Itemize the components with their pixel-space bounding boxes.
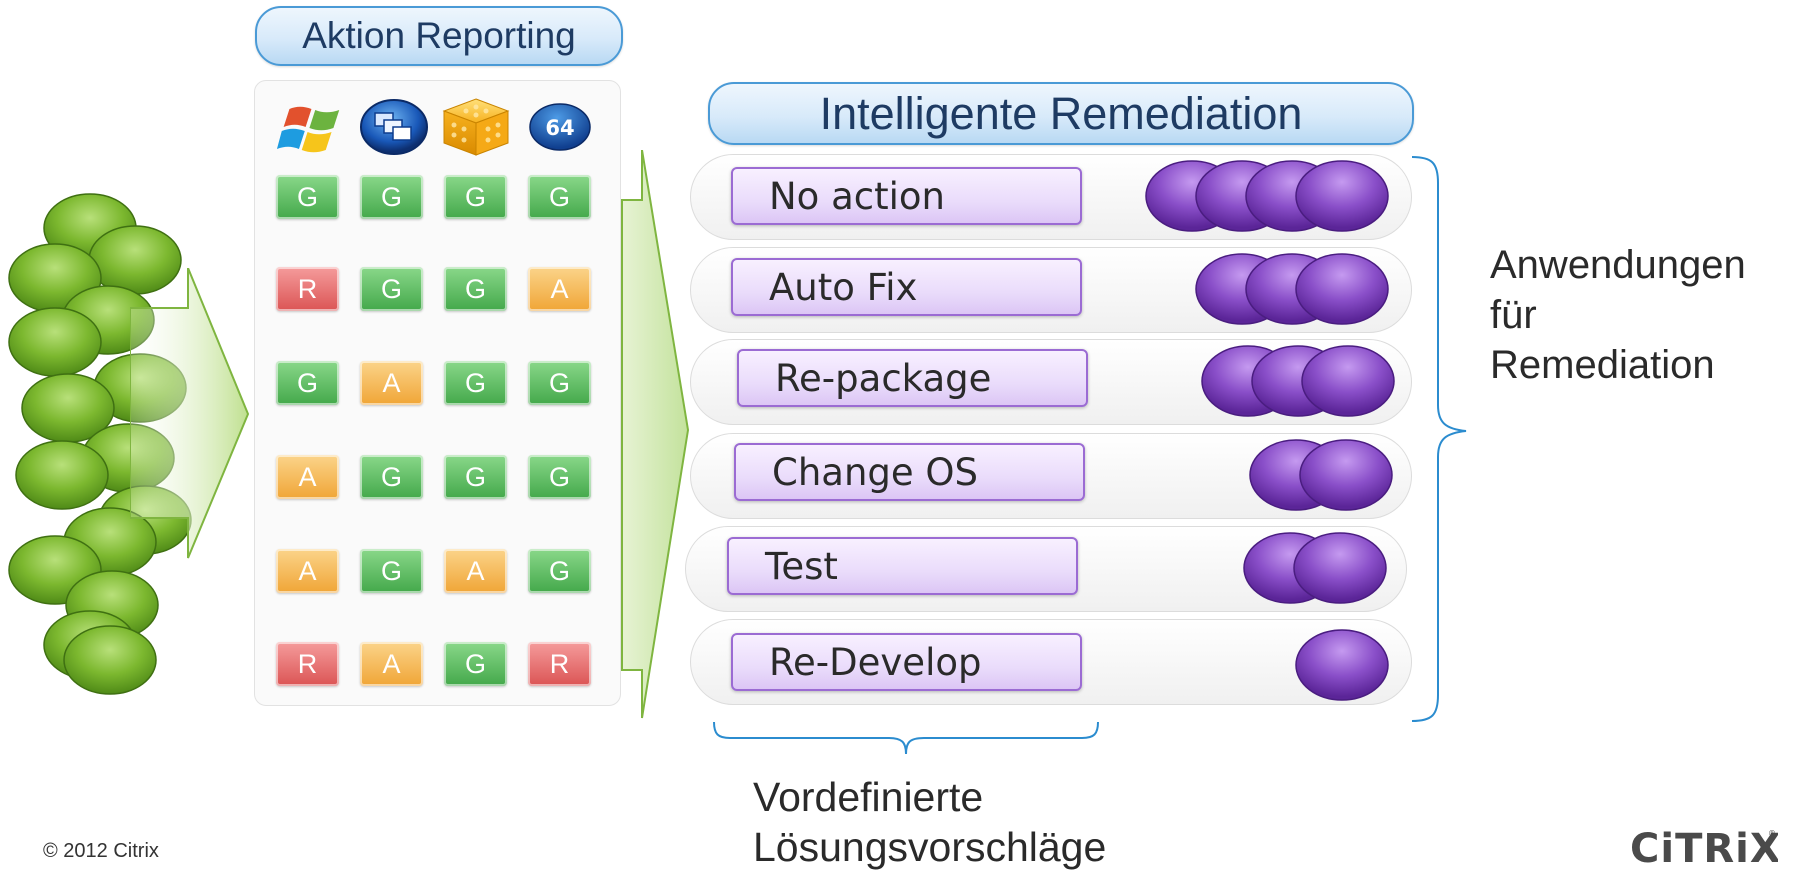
status-cell: G xyxy=(444,267,507,311)
applications-for-remediation-label: Anwendungen für Remediation xyxy=(1490,240,1800,390)
bottom-label-line-2: Lösungsvorschläge xyxy=(753,824,1107,870)
status-cell: G xyxy=(360,455,423,499)
status-cell: A xyxy=(276,549,339,593)
virtualization-cube-icon xyxy=(440,97,512,157)
status-cell: G xyxy=(444,175,507,219)
action-re-develop: Re-Develop xyxy=(731,633,1082,691)
right-brace xyxy=(1411,156,1467,722)
status-cell: G xyxy=(444,455,507,499)
status-cell: G xyxy=(528,455,591,499)
os-icon-row: 64 xyxy=(272,97,602,157)
status-cell: A xyxy=(276,455,339,499)
action-no-action: No action xyxy=(731,167,1082,225)
multi-window-app-icon xyxy=(358,97,430,157)
middle-arrow xyxy=(621,150,690,719)
right-label-line-2: für xyxy=(1490,293,1537,337)
x64-badge-label: 64 xyxy=(545,116,574,140)
action-change-os: Change OS xyxy=(734,443,1085,501)
predefined-solutions-label: Vordefinierte Lösungsvorschläge xyxy=(753,772,1213,872)
status-cell: G xyxy=(444,642,507,686)
windows-logo-icon xyxy=(272,97,344,157)
action-auto-fix: Auto Fix xyxy=(731,258,1082,316)
action-test: Test xyxy=(727,537,1078,595)
action-re-package: Re-package xyxy=(737,349,1088,407)
application-ellipse xyxy=(8,307,102,377)
svg-text:®: ® xyxy=(1768,829,1776,838)
citrix-logo-text: CiTRiX xyxy=(1630,826,1778,872)
status-cell: G xyxy=(360,267,423,311)
status-cell: A xyxy=(360,642,423,686)
bottom-label-line-1: Vordefinierte xyxy=(753,774,984,820)
right-label-line-1: Anwendungen xyxy=(1490,243,1746,287)
status-cell: A xyxy=(360,361,423,405)
status-cell: R xyxy=(276,267,339,311)
application-ellipse xyxy=(63,625,157,695)
status-cell: G xyxy=(276,361,339,405)
status-cell: G xyxy=(528,175,591,219)
status-cell: R xyxy=(276,642,339,686)
x64-badge-icon: 64 xyxy=(524,97,596,157)
status-cell: G xyxy=(528,361,591,405)
status-cell: G xyxy=(360,549,423,593)
right-label-line-3: Remediation xyxy=(1490,343,1715,387)
status-cell: G xyxy=(528,549,591,593)
status-cell: A xyxy=(528,267,591,311)
aktion-reporting-title: Aktion Reporting xyxy=(255,6,623,66)
status-cell: A xyxy=(444,549,507,593)
intelligente-remediation-title: Intelligente Remediation xyxy=(708,82,1414,145)
application-ellipse xyxy=(15,440,109,510)
citrix-logo: CiTRiX ® xyxy=(1628,822,1778,872)
copyright-text: © 2012 Citrix xyxy=(43,840,159,862)
status-cell: R xyxy=(528,642,591,686)
input-arrow xyxy=(130,268,250,559)
status-cell: G xyxy=(276,175,339,219)
status-cell: G xyxy=(360,175,423,219)
status-cell: G xyxy=(444,361,507,405)
bottom-brace xyxy=(713,721,1099,755)
